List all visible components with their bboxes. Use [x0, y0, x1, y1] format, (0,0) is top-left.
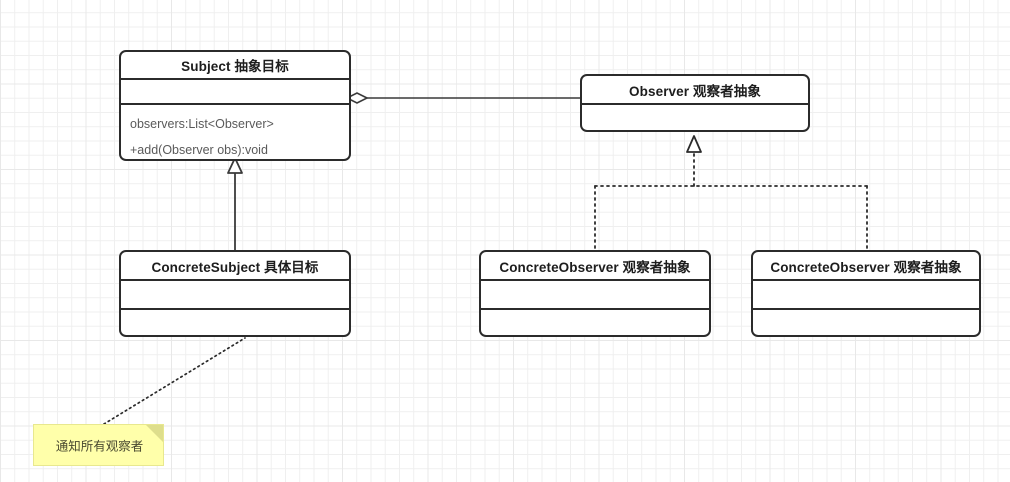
class-title-concrete-observer-2: ConcreteObserver 观察者抽象 [753, 252, 979, 281]
class-box-observer[interactable]: Observer 观察者抽象 +response():void [580, 74, 810, 132]
class-title-concrete-subject: ConcreteSubject 具体目标 [121, 252, 349, 281]
class-box-concrete-observer-1[interactable]: ConcreteObserver 观察者抽象 +response():void [479, 250, 711, 337]
class-operations-observer: +response():void [582, 105, 808, 130]
hollow-triangle-marker [686, 135, 702, 153]
class-operations-concrete-subject: +notifyObserver():void [121, 310, 349, 335]
operation-item: +add(Observer obs):void [130, 143, 268, 157]
edge-note-anchor [103, 337, 246, 425]
class-box-concrete-observer-2[interactable]: ConcreteObserver 观察者抽象 +response():void [751, 250, 981, 337]
edge-realization-observer-tree [594, 135, 868, 251]
class-attributes-concrete-observer-1 [481, 281, 709, 310]
class-attributes-concrete-observer-2 [753, 281, 979, 310]
class-operations-concrete-observer-1: +response():void [481, 310, 709, 335]
class-attributes-concrete-subject [121, 281, 349, 310]
class-title-observer: Observer 观察者抽象 [582, 76, 808, 105]
attribute-item: observers:List<Observer> [130, 117, 274, 131]
class-operations-concrete-observer-2: +response():void [753, 310, 979, 335]
class-attributes-subject: observers:List<Observer> [121, 80, 349, 131]
edge-generalization-concretesubject-subject [227, 157, 243, 250]
class-box-subject[interactable]: Subject 抽象目标 observers:List<Observer> +a… [119, 50, 351, 161]
note-text: 通知所有观察者 [55, 439, 144, 454]
class-title-subject: Subject 抽象目标 [121, 52, 349, 80]
class-operations-subject: +add(Observer obs):void +remove(Observer… [121, 105, 349, 159]
note-box[interactable]: 通知所有观察者 [33, 424, 164, 466]
edge-aggregation-subject-observer [345, 92, 580, 104]
class-box-concrete-subject[interactable]: ConcreteSubject 具体目标 +notifyObserver():v… [119, 250, 351, 337]
class-title-concrete-observer-1: ConcreteObserver 观察者抽象 [481, 252, 709, 281]
